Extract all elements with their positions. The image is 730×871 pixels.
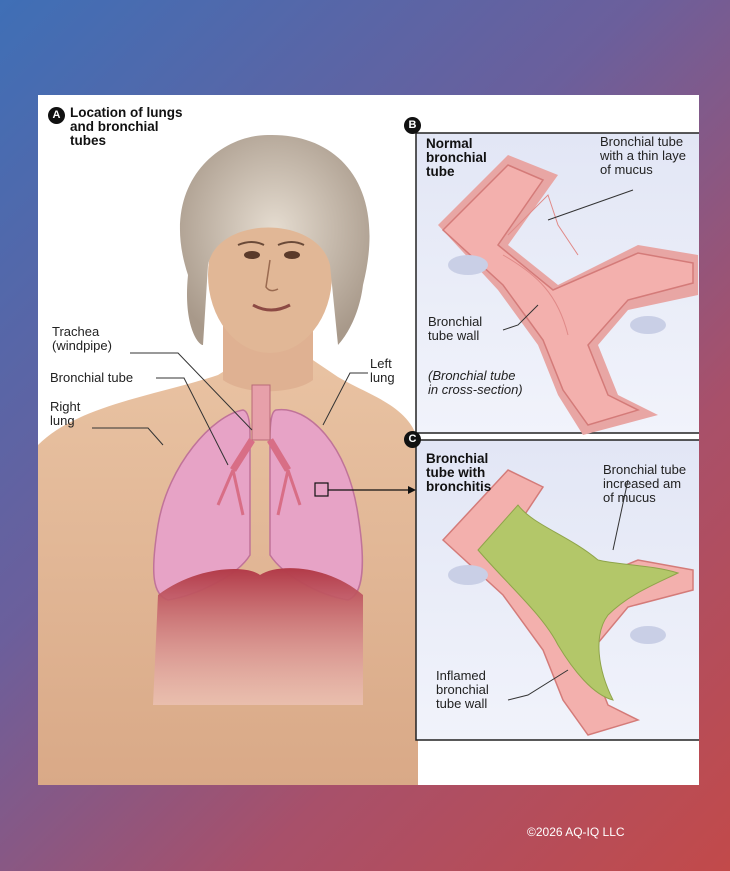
right-lung-label: Right lung [50,400,80,428]
copyright-text: ©2026 AQ-IQ LLC [527,825,625,839]
panel-b-title: Normal bronchial tube [426,137,487,179]
panel-b-wall-label: Bronchial tube wall [428,315,482,343]
panel-b-mucus-label: Bronchial tube with a thin laye of mucus [600,135,686,177]
panel-a-title: Location of lungs and bronchial tubes [70,106,183,148]
badge-b: B [404,117,421,134]
panel-c-title: Bronchial tube with bronchitis [426,452,491,494]
badge-a: A [48,107,65,124]
illustration-panel: A B C Location of lungs and bronchial tu… [38,95,699,785]
panel-c-wall-label: Inflamed bronchial tube wall [436,669,489,711]
panel-c-mucus-label: Bronchial tube increased am of mucus [603,463,686,505]
bronchial-tube-label: Bronchial tube [50,371,133,385]
panel-b-caption: (Bronchial tube in cross-section) [428,369,523,397]
illustration-art [38,95,699,785]
trachea-label: Trachea (windpipe) [52,325,112,353]
left-lung-label: Left lung [370,357,395,385]
badge-c: C [404,431,421,448]
